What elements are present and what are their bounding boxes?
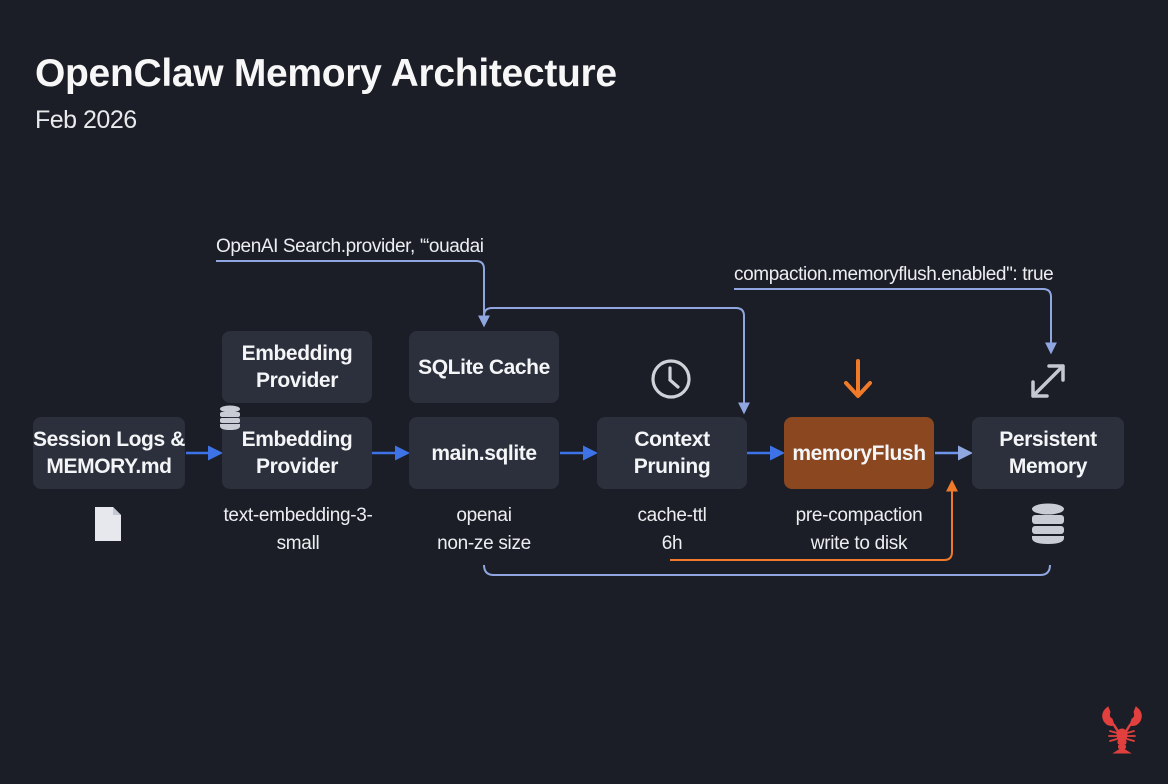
expand-arrows-icon (1031, 364, 1065, 398)
node-main-sqlite[interactable]: main.sqlite (409, 417, 559, 489)
annotation-memoryflush-enabled: compaction.memoryflush.enabled": true (734, 264, 1054, 285)
database-icon (1032, 503, 1064, 544)
node-session-logs[interactable]: Session Logs & MEMORY.md (33, 417, 185, 489)
lobster-icon (1102, 706, 1142, 754)
node-context-pruning[interactable]: Context Pruning (597, 417, 747, 489)
feedback-line-write-to-disk (670, 479, 958, 561)
return-line-persistent-to-sqlite (483, 564, 1051, 576)
arrow-down-icon (844, 359, 872, 398)
database-icon (220, 405, 240, 430)
page-title: OpenClaw Memory Architecture (35, 52, 617, 95)
document-icon (95, 507, 121, 541)
node-persistent-memory[interactable]: Persistent Memory (972, 417, 1124, 489)
node-embedding-provider-top[interactable]: Embedding Provider (222, 331, 372, 403)
config-line-cache-to-pruning (483, 307, 750, 415)
caption-embedding-model: text-embedding-3- small (223, 505, 373, 554)
config-line-memoryflush-enabled (734, 288, 1057, 355)
node-memory-flush[interactable]: memoryFlush (784, 417, 934, 489)
caption-context-pruning: cache-ttl 6h (637, 505, 707, 554)
clock-icon (651, 359, 691, 399)
node-embedding-provider[interactable]: Embedding Provider (222, 417, 372, 489)
caption-memory-flush: pre-compaction write to disk (795, 505, 923, 554)
caption-main-sqlite: openai non-ze size (437, 505, 531, 554)
config-line-search-provider (216, 260, 490, 328)
annotation-search-provider: OpenAI Search.provider, '“ouadai (216, 236, 484, 257)
page-subtitle-date: Feb 2026 (35, 106, 137, 134)
node-sqlite-cache[interactable]: SQLite Cache (409, 331, 559, 403)
